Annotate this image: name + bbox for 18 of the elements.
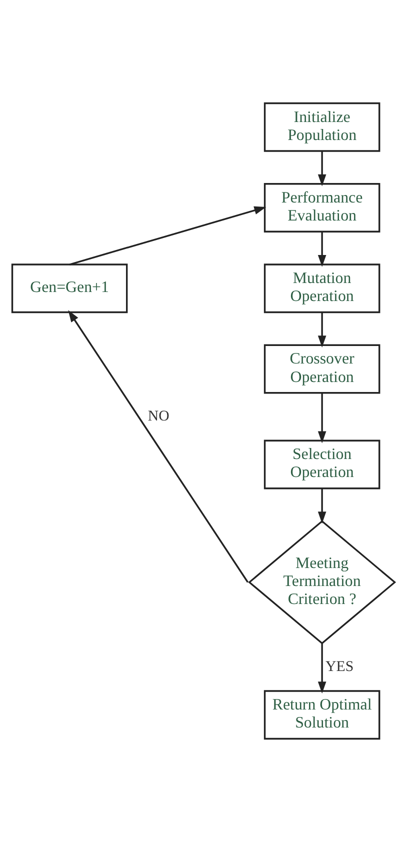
edge-label: NO bbox=[148, 408, 170, 424]
arrow bbox=[69, 206, 266, 265]
arrow bbox=[318, 150, 326, 186]
node-box: Gen=Gen+1 bbox=[11, 263, 128, 313]
node-box: Return Optimal Solution bbox=[264, 690, 380, 740]
arrow bbox=[318, 231, 326, 266]
node-box: Initialize Population bbox=[264, 102, 380, 152]
node-box: Selection Operation bbox=[264, 439, 380, 489]
node-box: Performance Evaluation bbox=[264, 182, 380, 232]
arrow bbox=[318, 392, 326, 443]
node-box: Mutation Operation bbox=[264, 263, 380, 313]
arrow bbox=[318, 488, 326, 524]
node-diamond: Meeting Termination Criterion ? bbox=[248, 520, 396, 644]
arrow bbox=[318, 312, 326, 348]
node-box: Crossover Operation bbox=[264, 344, 380, 394]
edge-label: YES bbox=[326, 658, 354, 675]
arrow bbox=[318, 643, 326, 693]
arrow bbox=[68, 310, 248, 582]
